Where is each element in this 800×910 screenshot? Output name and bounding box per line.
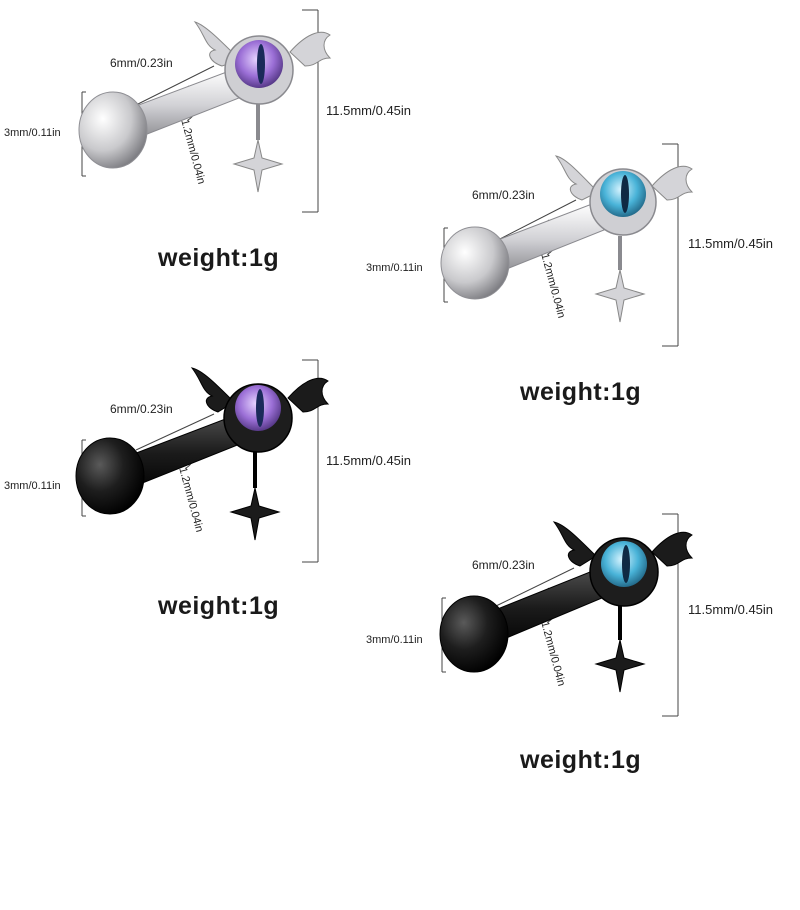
top-dimension-label: 6mm/0.23in (472, 558, 535, 572)
ball-dimension-label: 3mm/0.11in (366, 262, 423, 274)
star-charm (594, 639, 646, 693)
ball-dimension-label: 3mm/0.11in (4, 480, 61, 492)
top-dimension-label: 6mm/0.23in (110, 56, 173, 70)
weight-label: weight:1g (158, 592, 280, 620)
product-black-purple: 6mm/0.23in 3mm/0.11in 1.2mm/0.04in 11.5m… (0, 356, 411, 756)
earring-illustration (439, 513, 694, 717)
height-dimension-label: 11.5mm/0.45in (688, 236, 774, 251)
eye-pupil (256, 389, 264, 427)
product-silver-blue: 6mm/0.23in 3mm/0.11in 1.2mm/0.04in 11.5m… (362, 136, 773, 536)
left-wing (554, 155, 599, 201)
top-dimension-line (135, 413, 215, 451)
right-wing (289, 31, 332, 67)
right-wing (651, 165, 694, 201)
barbell-ball (75, 437, 145, 515)
product-black-blue: 6mm/0.23in 3mm/0.11in 1.2mm/0.04in 11.5m… (362, 510, 773, 910)
weight-label: weight:1g (158, 244, 280, 272)
star-charm (232, 139, 284, 193)
left-wing (190, 367, 235, 413)
top-dimension-line (495, 567, 575, 607)
barbell-ball (78, 91, 148, 169)
top-dimension-label: 6mm/0.23in (472, 188, 535, 202)
eye-pupil (622, 545, 630, 583)
right-wing (287, 377, 330, 413)
top-dimension-label: 6mm/0.23in (110, 402, 173, 416)
top-dimension-line (135, 65, 215, 106)
weight-label: weight:1g (520, 378, 642, 406)
earring-illustration (78, 9, 332, 213)
height-dimension-label: 11.5mm/0.45in (326, 103, 412, 118)
star-charm (229, 487, 281, 541)
top-dimension-line (497, 199, 577, 241)
eye-pupil (257, 44, 265, 84)
right-wing (651, 531, 694, 567)
ball-dimension-label: 3mm/0.11in (4, 127, 61, 139)
barbell-ball (440, 226, 510, 300)
ball-dimension-label: 3mm/0.11in (366, 634, 423, 646)
product-silver-purple: 6mm/0.23in 3mm/0.11in 1.2mm/0.04in 11.5m… (0, 0, 411, 400)
left-wing (552, 521, 597, 567)
height-dimension-label: 11.5mm/0.45in (688, 602, 774, 617)
eye-pupil (621, 175, 629, 213)
earring-illustration (75, 359, 330, 563)
star-charm (594, 269, 646, 323)
barbell-ball (439, 595, 509, 673)
earring-illustration (440, 143, 694, 347)
height-dimension-label: 11.5mm/0.45in (326, 453, 412, 468)
weight-label: weight:1g (520, 746, 642, 774)
